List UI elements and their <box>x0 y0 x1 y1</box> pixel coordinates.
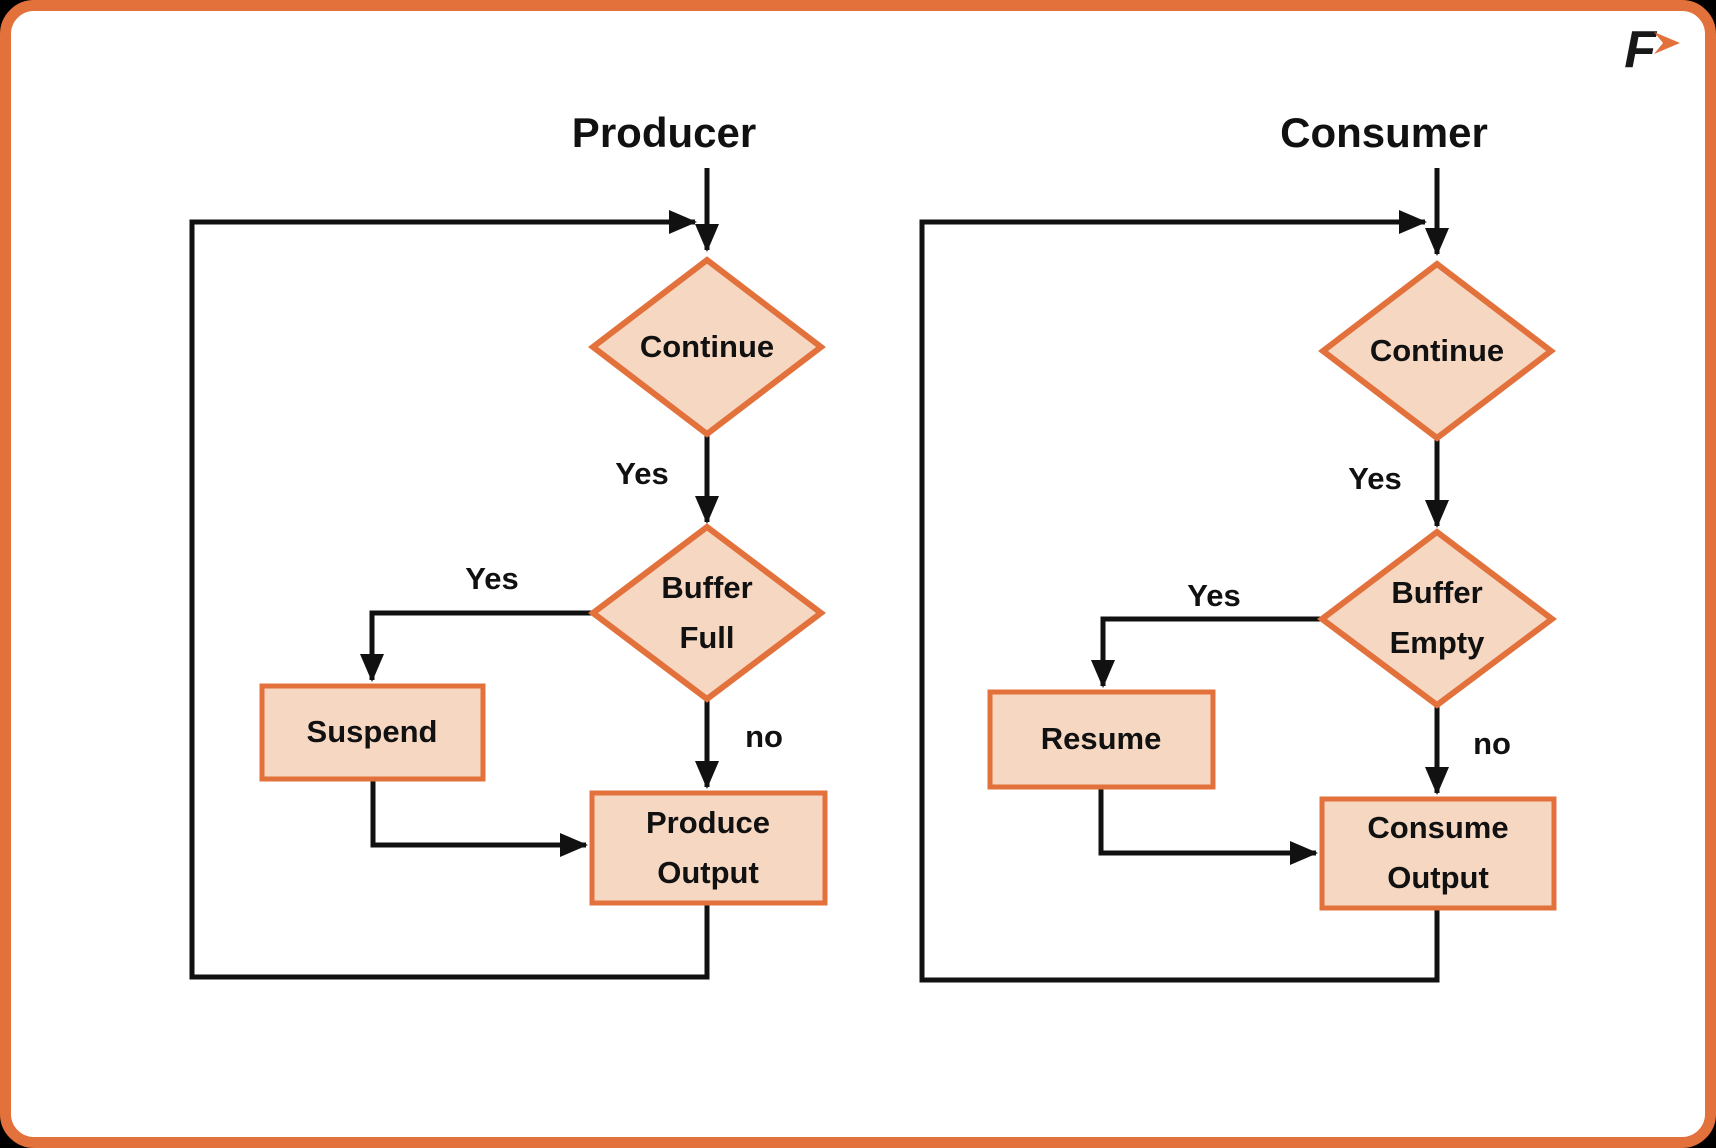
brand-logo-letter: F <box>1624 21 1656 79</box>
producer-continue-label: Continue <box>639 329 775 364</box>
consumer-resume-box-shape <box>987 689 1216 790</box>
consumer-resume-to-output-connector <box>1098 787 1318 865</box>
producer-yes-branch-edge-label: Yes <box>465 561 519 596</box>
consumer-buffer-empty-decision-shape <box>1317 528 1557 709</box>
producer-loopback-connector <box>189 210 710 980</box>
producer-output-line2: Output <box>657 855 759 890</box>
consumer-no-edge-label: no <box>1473 726 1511 761</box>
producer-bufferfull-to-suspend-connector <box>360 610 592 682</box>
producer-output-box-shape <box>589 790 828 906</box>
consumer-yes-branch-edge-label: Yes <box>1187 578 1241 613</box>
consumer-continue-decision-shape <box>1318 260 1556 442</box>
consumer-buffer-empty-label: Buffer Empty <box>1390 568 1485 668</box>
producer-buffer-full-decision-shape <box>588 523 826 703</box>
consumer-resume-label: Resume <box>1040 721 1162 756</box>
brand-logo: F <box>1624 24 1682 80</box>
brand-logo-arrow-icon <box>1654 32 1680 54</box>
producer-buffer-full-line1: Buffer <box>661 570 753 605</box>
producer-output-line1: Produce <box>645 805 771 840</box>
producer-suspend-label: Suspend <box>306 714 438 749</box>
consumer-loopback-connector <box>919 210 1440 983</box>
consumer-output-label: Consume Output <box>1367 803 1508 903</box>
producer-suspend-box-shape <box>259 683 486 782</box>
producer-suspend-to-output-connector <box>370 779 588 857</box>
consumer-yes-top-edge-label: Yes <box>1348 461 1402 496</box>
consumer-buffer-empty-line1: Buffer <box>1391 575 1483 610</box>
consumer-output-line2: Output <box>1387 860 1489 895</box>
producer-buffer-full-label: Buffer Full <box>661 563 752 663</box>
consumer-output-box-shape <box>1319 796 1557 911</box>
producer-no-edge-label: no <box>745 719 783 754</box>
consumer-continue-label: Continue <box>1369 333 1505 368</box>
consumer-output-line1: Consume <box>1367 810 1509 845</box>
producer-yes-top-edge-label: Yes <box>615 456 669 491</box>
consumer-title: Consumer <box>1280 109 1488 156</box>
producer-continue-decision-shape <box>588 256 826 438</box>
producer-title: Producer <box>571 109 757 156</box>
consumer-bufferempty-to-resume-connector <box>1091 616 1322 688</box>
consumer-buffer-empty-line2: Empty <box>1389 625 1485 660</box>
producer-buffer-full-line2: Full <box>679 620 735 655</box>
producer-output-label: Produce Output <box>646 798 770 898</box>
